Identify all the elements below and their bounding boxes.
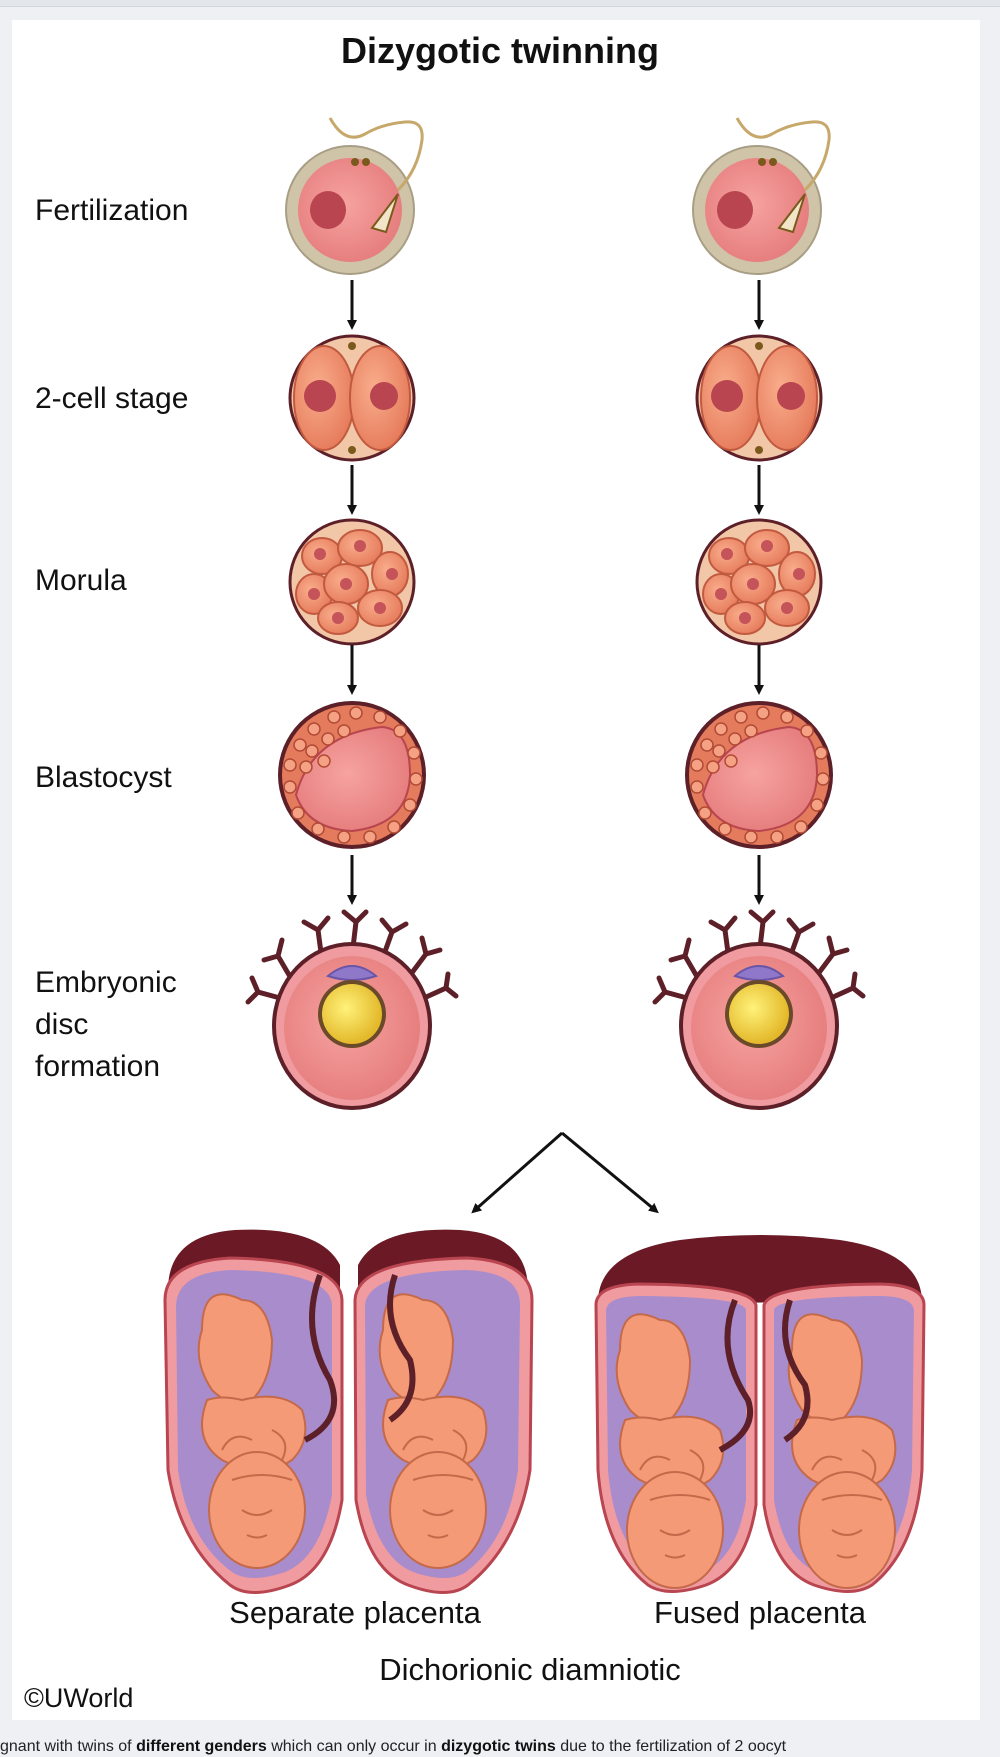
stage-label-2-cell: 2-cell stage [35,382,189,415]
explanation-emphasis: dizygotic twins [441,1738,556,1755]
explanation-part: which can only occur in [266,1738,442,1755]
stage-label-blastocyst: Blastocyst [35,761,172,794]
stage-label-morula: Morula [35,564,127,597]
caption-fused-placenta: Fused placenta [654,1595,866,1630]
explanation-emphasis: different genders [136,1738,267,1755]
stage-label-embryonic-disc: Embryonic disc formation [35,966,177,1083]
top-strip [0,0,1000,7]
explanation-text: gnant with twins of different genders wh… [0,1738,1000,1757]
explanation-part: due to the fertilization of 2 oocyt [555,1738,787,1755]
figure-title: Dizygotic twinning [341,30,659,71]
copyright-notice: ©UWorld [24,1683,134,1713]
caption-dichorionic-diamniotic: Dichorionic diamniotic [379,1652,681,1687]
explanation-part: gnant with twins of [0,1738,137,1755]
stage-label-fertilization: Fertilization [35,194,189,227]
caption-separate-placenta: Separate placenta [229,1595,481,1630]
